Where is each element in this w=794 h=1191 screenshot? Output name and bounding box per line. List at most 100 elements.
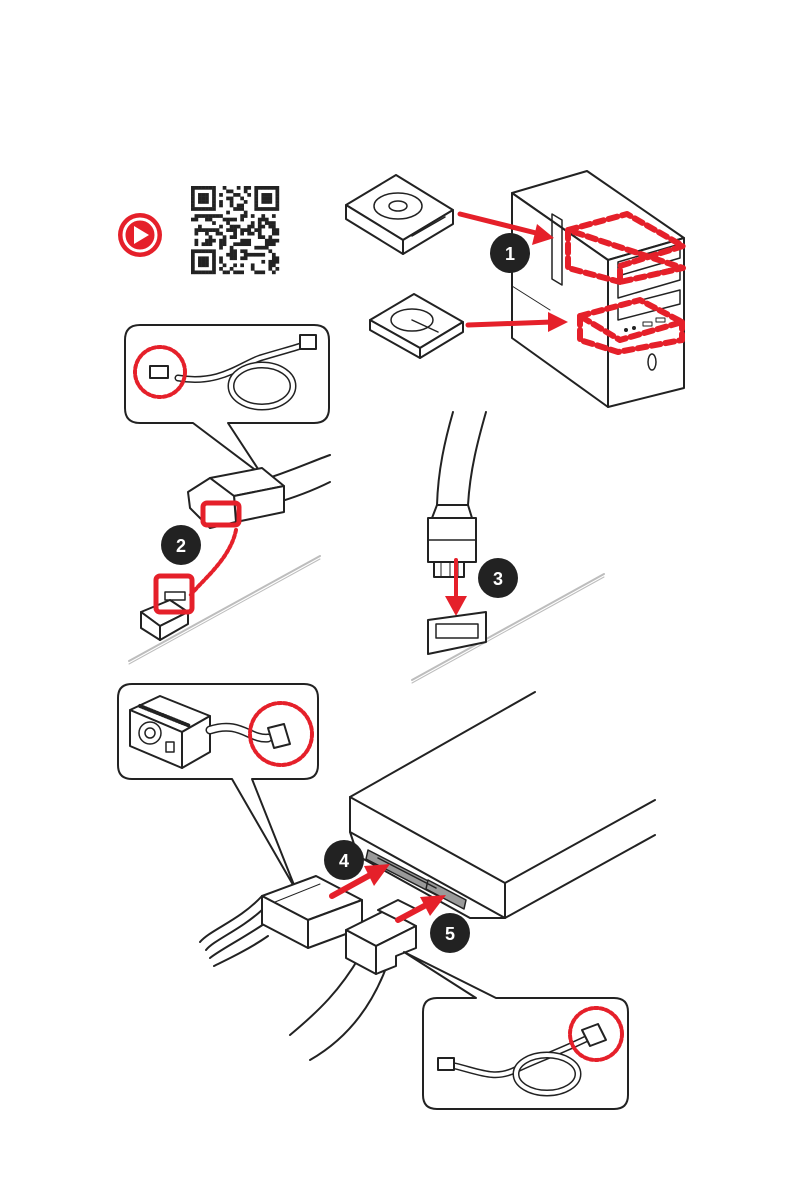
qr-module: [272, 242, 276, 246]
qr-module: [261, 253, 265, 257]
qr-module: [191, 190, 195, 194]
qr-module: [233, 253, 237, 257]
qr-module: [212, 228, 216, 232]
qr-module: [212, 267, 216, 271]
qr-module: [272, 221, 276, 225]
qr-module: [244, 249, 248, 253]
qr-module: [212, 249, 216, 253]
qr-module: [219, 260, 223, 264]
qr-module: [233, 256, 237, 260]
qr-module: [233, 193, 237, 197]
qr-module: [240, 197, 244, 201]
qr-module: [240, 204, 244, 208]
qr-module: [209, 207, 213, 211]
qr-module: [251, 263, 255, 267]
qr-module: [212, 186, 216, 190]
qr-module: [265, 242, 269, 246]
qr-module: [202, 214, 206, 218]
qr-module: [254, 207, 258, 211]
qr-module: [240, 239, 244, 243]
qr-module: [272, 214, 276, 218]
qr-module: [198, 228, 202, 232]
qr-module: [247, 239, 251, 243]
qr-module: [233, 242, 237, 246]
qr-module: [233, 207, 237, 211]
qr-module: [230, 204, 234, 208]
qr-module: [202, 228, 206, 232]
qr-module: [209, 228, 213, 232]
qr-module: [191, 197, 195, 201]
qr-module: [237, 225, 241, 229]
qr-module: [198, 197, 202, 201]
qr-module: [209, 218, 213, 222]
drive-rear-illustration: [350, 692, 655, 918]
svg-text:1: 1: [505, 244, 515, 264]
qr-module: [198, 256, 202, 260]
qr-module: [268, 221, 272, 225]
qr-module: [251, 267, 255, 271]
qr-module: [265, 193, 269, 197]
qr-module: [233, 218, 237, 222]
qr-module: [275, 190, 279, 194]
play-icon[interactable]: [118, 213, 162, 257]
qr-module: [198, 207, 202, 211]
qr-module: [226, 221, 230, 225]
svg-text:5: 5: [445, 924, 455, 944]
qr-code-icon[interactable]: [191, 186, 279, 274]
qr-module: [230, 267, 234, 271]
qr-module: [275, 197, 279, 201]
qr-module: [212, 193, 216, 197]
qr-module: [268, 239, 272, 243]
qr-module: [212, 204, 216, 208]
qr-module: [202, 260, 206, 264]
qr-module: [219, 246, 223, 250]
qr-module: [212, 256, 216, 260]
step-4-badge: 4: [324, 840, 364, 880]
qr-module: [268, 193, 272, 197]
qr-module: [272, 270, 276, 274]
qr-module: [240, 263, 244, 267]
qr-module: [258, 246, 262, 250]
step-2-badge: 2: [161, 525, 201, 565]
sata-connector-motherboard-left: [129, 455, 330, 664]
qr-module: [275, 256, 279, 260]
qr-module: [275, 267, 279, 271]
qr-module: [272, 225, 276, 229]
qr-module: [261, 246, 265, 250]
qr-module: [272, 253, 276, 257]
qr-module: [240, 249, 244, 253]
qr-module: [265, 207, 269, 211]
qr-module: [244, 228, 248, 232]
qr-module: [209, 239, 213, 243]
qr-module: [212, 253, 216, 257]
qr-module: [209, 270, 213, 274]
qr-module: [205, 232, 209, 236]
qr-module: [265, 239, 269, 243]
qr-module: [254, 190, 258, 194]
qr-module: [191, 204, 195, 208]
qr-module: [226, 211, 230, 215]
qr-module: [237, 186, 241, 190]
qr-module: [254, 193, 258, 197]
qr-module: [212, 200, 216, 204]
qr-module: [191, 256, 195, 260]
qr-module: [244, 200, 248, 204]
qr-module: [247, 225, 251, 229]
qr-module: [265, 221, 269, 225]
qr-module: [202, 200, 206, 204]
qr-module: [244, 239, 248, 243]
qr-module: [191, 193, 195, 197]
step-1-badge: 1: [490, 233, 530, 273]
svg-text:4: 4: [339, 851, 349, 871]
qr-module: [230, 225, 234, 229]
qr-module: [195, 270, 199, 274]
qr-module: [195, 214, 199, 218]
qr-module: [261, 200, 265, 204]
qr-module: [209, 214, 213, 218]
qr-module: [230, 249, 234, 253]
qr-module: [268, 260, 272, 264]
qr-module: [205, 242, 209, 246]
qr-module: [230, 246, 234, 250]
qr-module: [230, 256, 234, 260]
